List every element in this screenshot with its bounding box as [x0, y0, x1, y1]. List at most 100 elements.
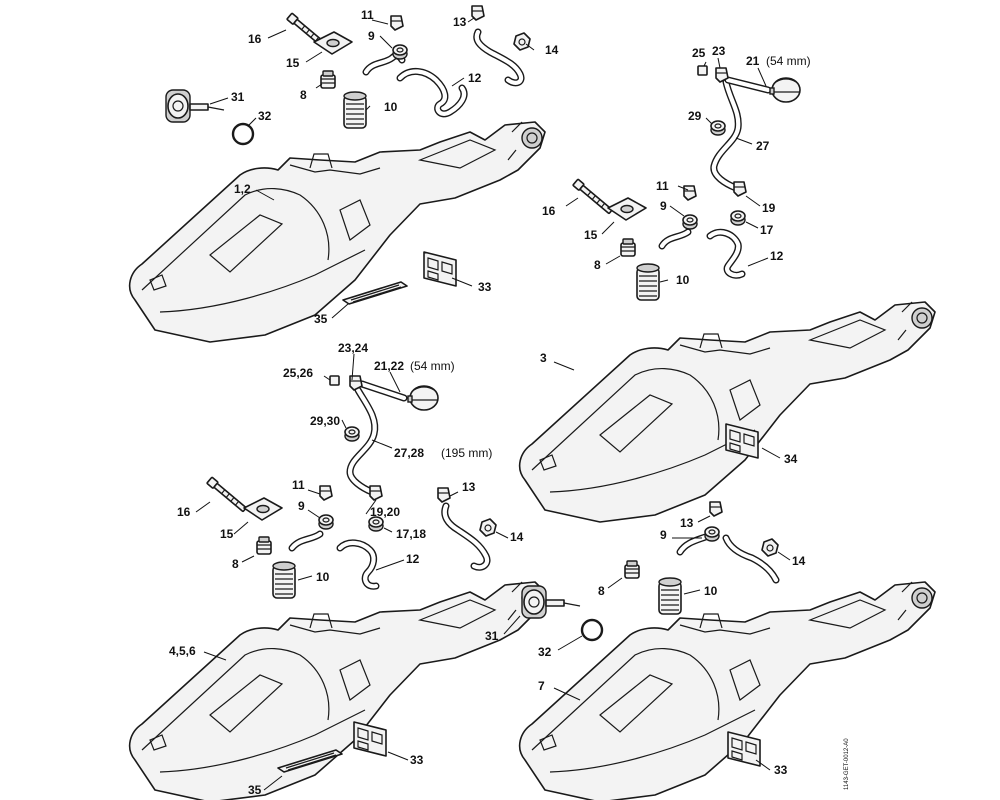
label-35: 35: [248, 783, 262, 797]
hose-14-g5: [722, 534, 780, 584]
fitting-8-g4: [256, 536, 272, 555]
label-25: 25: [692, 46, 706, 60]
label-10: 10: [704, 584, 718, 598]
label-21-22: 21,22: [374, 359, 404, 373]
valve-31-g5: [521, 585, 581, 619]
group-2: 25 23 21 (54 mm) 29 27 11 16 9 19 17 15 …: [518, 44, 936, 523]
label-1-2: 1,2: [234, 182, 251, 196]
label-15: 15: [286, 56, 300, 70]
hose-27-g2: [710, 78, 742, 192]
filter-10-g2: [636, 263, 660, 301]
label-23-24: 23,24: [338, 341, 368, 355]
strip-35: [342, 281, 408, 305]
plate-15: [313, 31, 353, 55]
label-9: 9: [660, 199, 667, 213]
hose-14-g4: [441, 502, 491, 571]
hose-27-28: [346, 386, 379, 496]
primer-bulb-g3: [407, 385, 439, 411]
screw-25-26: [329, 375, 340, 386]
label-23: 23: [712, 44, 726, 58]
grommet-9-g2: [682, 214, 698, 230]
label-8: 8: [300, 88, 307, 102]
label-3: 3: [540, 351, 547, 365]
bolt-16-g4: [206, 476, 249, 514]
label-10: 10: [676, 273, 690, 287]
label-10: 10: [316, 570, 330, 584]
label-13: 13: [462, 480, 476, 494]
label-4-5-6: 4,5,6: [169, 644, 196, 658]
label-31: 31: [485, 629, 499, 643]
filter-10-g5: [658, 577, 682, 615]
bolt-16-g2: [572, 178, 615, 216]
fitting-8-g2: [620, 238, 636, 257]
label-33: 33: [774, 763, 788, 777]
drawing-code: 1143-GET-0012-A0: [844, 738, 850, 790]
label-19-20: 19,20: [370, 505, 400, 519]
elbow-19: [733, 181, 747, 197]
group-5: 13 9 14 8 10 31 32 7 33: [485, 501, 936, 800]
label-16: 16: [177, 505, 191, 519]
group-3: 23,24 25,26 21,22 (54 mm) 29,30 27,28 (1…: [283, 341, 492, 501]
filter-10-g4: [272, 561, 296, 599]
hose-12-g1: [396, 68, 468, 118]
label-19: 19: [762, 201, 776, 215]
fitting-8-g5: [624, 560, 640, 579]
grommet-9: [392, 44, 408, 60]
label-14: 14: [545, 43, 559, 57]
label-16: 16: [248, 32, 262, 46]
plate-15-g4: [243, 497, 283, 521]
elbow-13-g5: [709, 501, 723, 517]
label-8: 8: [598, 584, 605, 598]
label-17-18: 17,18: [396, 527, 426, 541]
grommet-17-18: [368, 516, 384, 532]
label-31: 31: [231, 90, 245, 104]
elbow-19-20: [369, 485, 383, 501]
label-13: 13: [680, 516, 694, 530]
decal-33-g5: [727, 731, 761, 767]
label-27-28: 27,28: [394, 446, 424, 460]
label-9: 9: [660, 528, 667, 542]
label-35: 35: [314, 312, 328, 326]
label-29: 29: [688, 109, 702, 123]
label-29-30: 29,30: [310, 414, 340, 428]
label-27-28-dim: (195 mm): [441, 446, 492, 460]
label-13: 13: [453, 15, 467, 29]
label-10: 10: [384, 100, 398, 114]
hose-9-g4: [288, 530, 324, 552]
label-8: 8: [594, 258, 601, 272]
capnut-14-g4: [479, 518, 497, 537]
elbow-11-g2: [683, 185, 697, 201]
label-34: 34: [784, 452, 798, 466]
label-16: 16: [542, 204, 556, 218]
o-ring-32-g5: [580, 618, 604, 642]
label-21-dim: (54 mm): [766, 54, 811, 68]
capnut-14: [513, 32, 531, 51]
label-27: 27: [756, 139, 770, 153]
label-7: 7: [538, 679, 545, 693]
label-12: 12: [468, 71, 482, 85]
label-11: 11: [656, 179, 669, 193]
label-25-26: 25,26: [283, 366, 313, 380]
label-15: 15: [220, 527, 234, 541]
grommet-9-g5: [704, 526, 720, 542]
group-4: 11 13 16 19,20 9 15 17,18 14 8 12 10 4,5…: [128, 476, 546, 800]
label-17: 17: [760, 223, 774, 237]
label-32: 32: [258, 109, 272, 123]
hose-12-g4: [336, 539, 380, 590]
label-9: 9: [368, 29, 375, 43]
label-12: 12: [406, 552, 420, 566]
decal-33: [423, 251, 457, 287]
valve-31: [165, 89, 225, 123]
fitting-8: [320, 70, 336, 89]
o-ring-32: [231, 122, 255, 146]
elbow-11: [390, 15, 404, 31]
label-32: 32: [538, 645, 552, 659]
capnut-14-g5: [761, 538, 779, 557]
primer-bulb: [769, 77, 801, 103]
label-14: 14: [510, 530, 524, 544]
label-21: 21: [746, 54, 760, 68]
hose-14-g1: [473, 28, 525, 87]
grommet-9-g4: [318, 514, 334, 530]
decal-33-g4: [353, 721, 387, 757]
